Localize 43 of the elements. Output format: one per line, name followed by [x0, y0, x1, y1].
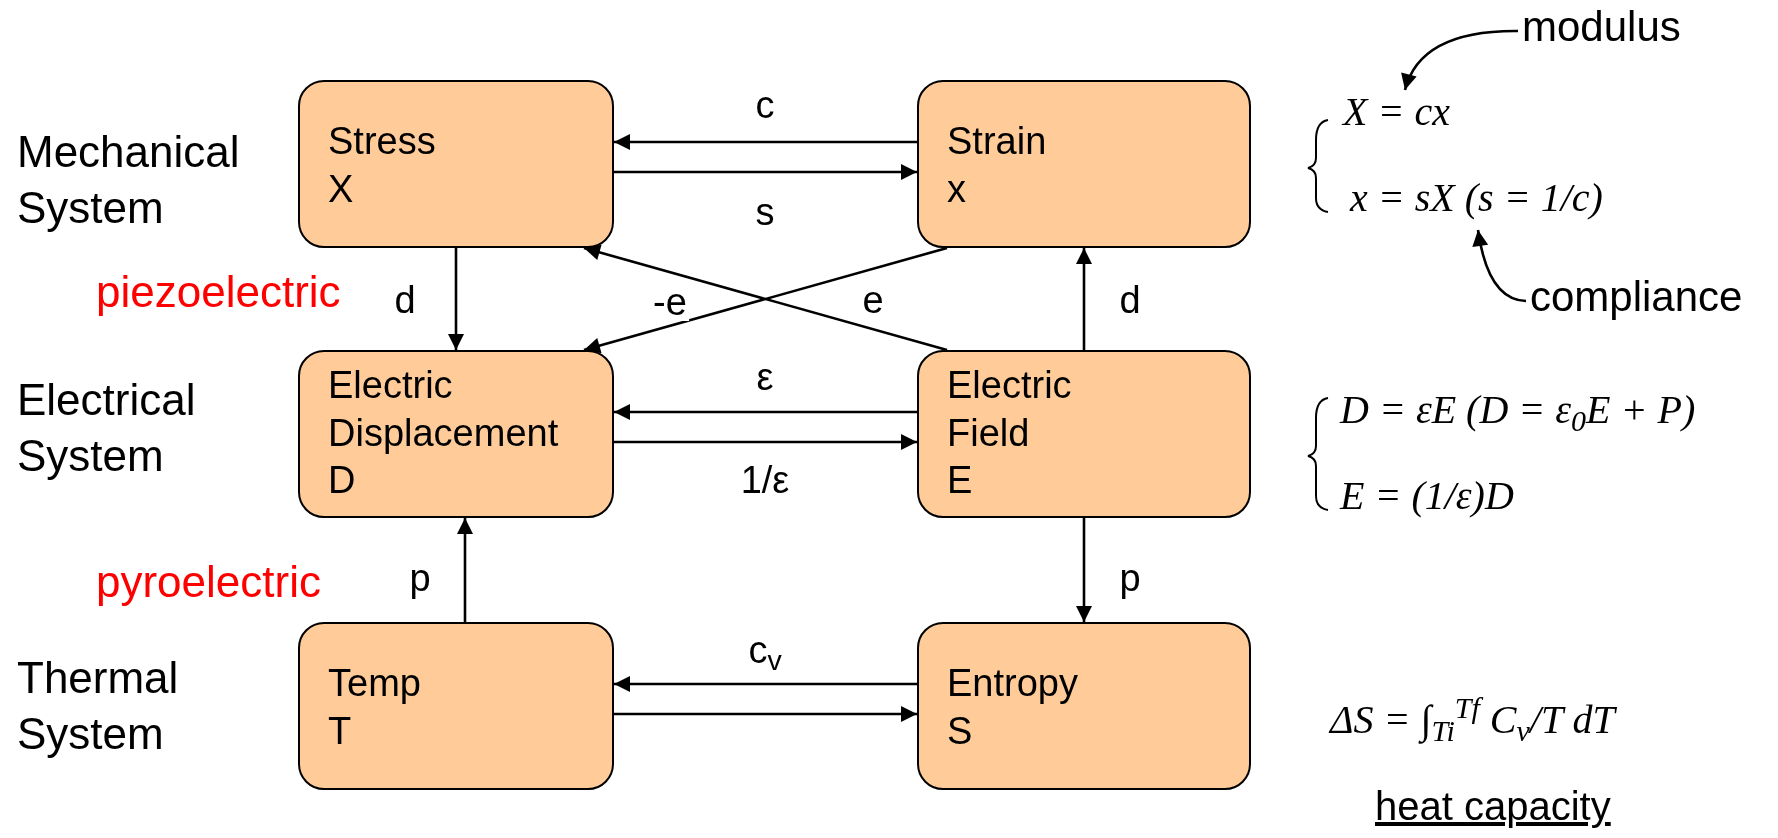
effect-label: piezoelectric: [96, 270, 341, 314]
equation: X = cx: [1343, 92, 1450, 132]
arrow: [1076, 248, 1092, 350]
arrow: [614, 134, 917, 150]
row-label: Electrical System: [17, 374, 197, 482]
process-box: [917, 622, 1251, 790]
process-box: [298, 622, 614, 790]
quantity-name: Entropy: [947, 661, 1078, 706]
arrow: [614, 164, 917, 180]
leader-line: [1402, 29, 1519, 91]
arrow: [614, 706, 917, 722]
quantity-name: Stress: [328, 119, 436, 164]
quantity-symbol: X: [328, 166, 354, 212]
quantity-symbol: E: [947, 458, 973, 503]
process-box: [917, 80, 1251, 248]
equation: x = sX (s = 1/c): [1350, 178, 1603, 218]
quantity-symbol: S: [947, 708, 973, 754]
process-box: [298, 350, 614, 518]
equation: ΔS = ∫$_{Ti}$$^{Tf}$ C$_{v}$/T dT: [1330, 690, 1615, 749]
quantity-symbol: D: [328, 458, 356, 503]
caption-text: heat capacity: [1375, 783, 1611, 830]
arrow: [614, 404, 917, 420]
effect-label: pyroelectric: [96, 560, 321, 604]
annotation-text: modulus: [1522, 6, 1681, 48]
arrow: [614, 676, 917, 692]
arrow: [614, 434, 917, 450]
quantity-symbol: x: [947, 166, 966, 212]
quantity-name: Electric Field: [947, 363, 1073, 456]
arrow: [1076, 518, 1092, 622]
leader-line: [1472, 229, 1527, 303]
process-box: [298, 80, 614, 248]
equation: E = (1/ε)D: [1340, 472, 1514, 520]
row-label: Thermal System: [17, 652, 180, 760]
row-label: Mechanical System: [17, 126, 241, 234]
quantity-name: Strain: [947, 119, 1047, 164]
annotation-text: compliance: [1530, 276, 1743, 318]
process-box: [917, 350, 1251, 518]
arrow: [448, 248, 464, 350]
quantity-symbol: T: [328, 708, 352, 754]
quantity-name: Electric Displacement: [328, 363, 560, 456]
quantity-name: Temp: [328, 661, 421, 706]
arrow: [457, 518, 473, 622]
equation: D = εE (D = ε$_{0}$E + P): [1340, 386, 1696, 439]
